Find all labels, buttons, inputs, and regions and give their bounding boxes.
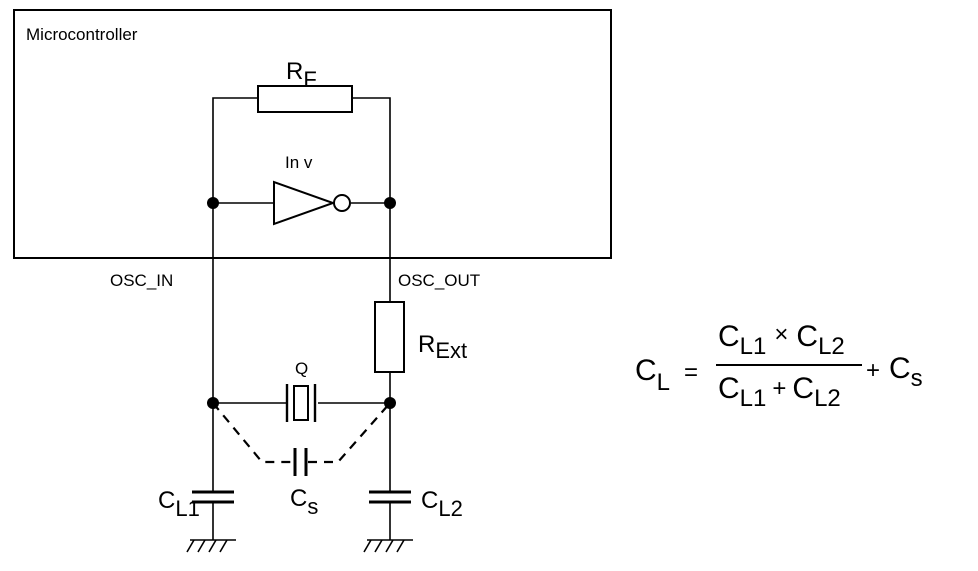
formula-tail: Cs <box>889 352 923 392</box>
crystal-label: Q <box>295 359 308 378</box>
rf-resistor <box>257 85 353 113</box>
rext-resistor <box>374 301 405 373</box>
cl2-label: CL2 <box>421 487 463 521</box>
inverter-bubble <box>333 194 351 212</box>
rext-label: RExt <box>418 331 467 363</box>
ground-left-icon <box>186 539 236 553</box>
ground-right-icon <box>363 539 413 553</box>
osc-out-label: OSC_OUT <box>398 271 480 290</box>
microcontroller-block <box>13 9 612 259</box>
inverter-symbol <box>273 180 336 226</box>
inverter-label: In v <box>285 153 313 172</box>
formula-numerator: CL1×CL2 <box>718 320 845 360</box>
osc-in-label: OSC_IN <box>110 271 173 290</box>
rf-wire <box>212 97 391 202</box>
formula-plus: + <box>866 357 880 384</box>
cs-dashed-left <box>212 402 293 464</box>
formula-lhs: CL <box>635 354 670 396</box>
formula-equals: = <box>684 359 698 386</box>
cl1-label: CL1 <box>158 487 200 521</box>
load-capacitance-formula: CL = CL1×CL2 CL1+CL2 + Cs <box>635 320 923 412</box>
formula-denominator: CL1+CL2 <box>718 372 841 412</box>
microcontroller-title: Microcontroller <box>26 25 138 44</box>
cs-dashed-right <box>308 402 391 464</box>
rf-label: RF <box>286 58 317 92</box>
crystal-body <box>293 385 309 421</box>
cs-label: Cs <box>290 485 318 519</box>
